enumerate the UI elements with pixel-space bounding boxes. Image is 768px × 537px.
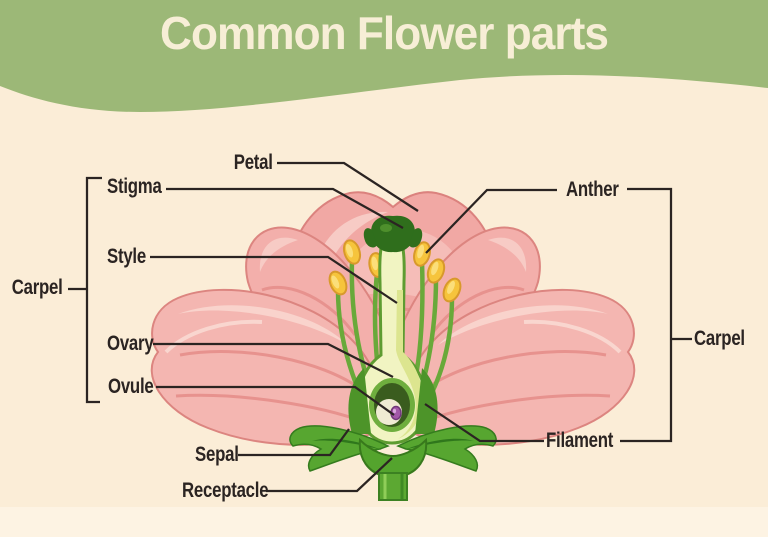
receptacle-leader-line	[266, 457, 393, 493]
bottom-strip	[0, 507, 768, 537]
sepal-blades	[348, 368, 438, 434]
label-receptacle: Receptacle	[182, 479, 269, 502]
carpel-right-bracket	[620, 187, 673, 443]
petal-leader-line	[277, 161, 419, 212]
label-style: Style	[107, 245, 146, 268]
stigma-leader-line	[166, 187, 404, 229]
petal-far-right	[392, 288, 636, 446]
sepals	[289, 425, 497, 472]
ovary-leader-line	[153, 342, 394, 379]
header-banner	[0, 0, 768, 112]
label-stigma: Stigma	[107, 175, 162, 198]
stem	[378, 472, 408, 501]
carpel-left-bracket	[85, 176, 102, 404]
label-sepal: Sepal	[195, 443, 239, 466]
label-anther: Anther	[566, 178, 619, 201]
petal-far-left	[150, 288, 394, 446]
label-ovary: Ovary	[107, 332, 154, 355]
style-leader-line	[150, 255, 398, 304]
sepal-leader-line	[238, 428, 350, 457]
label-carpel-right: Carpel	[694, 327, 745, 350]
label-petal: Petal	[234, 151, 273, 174]
label-carpel-left: Carpel	[12, 276, 63, 299]
page-title: Common Flower parts	[160, 7, 609, 59]
label-filament: Filament	[546, 429, 614, 452]
receptacle-shape	[358, 437, 428, 476]
label-ovule: Ovule	[108, 375, 154, 398]
anther-leader-line	[425, 188, 557, 254]
filament-leader-line	[424, 403, 544, 443]
ovule-leader-line	[156, 385, 395, 416]
